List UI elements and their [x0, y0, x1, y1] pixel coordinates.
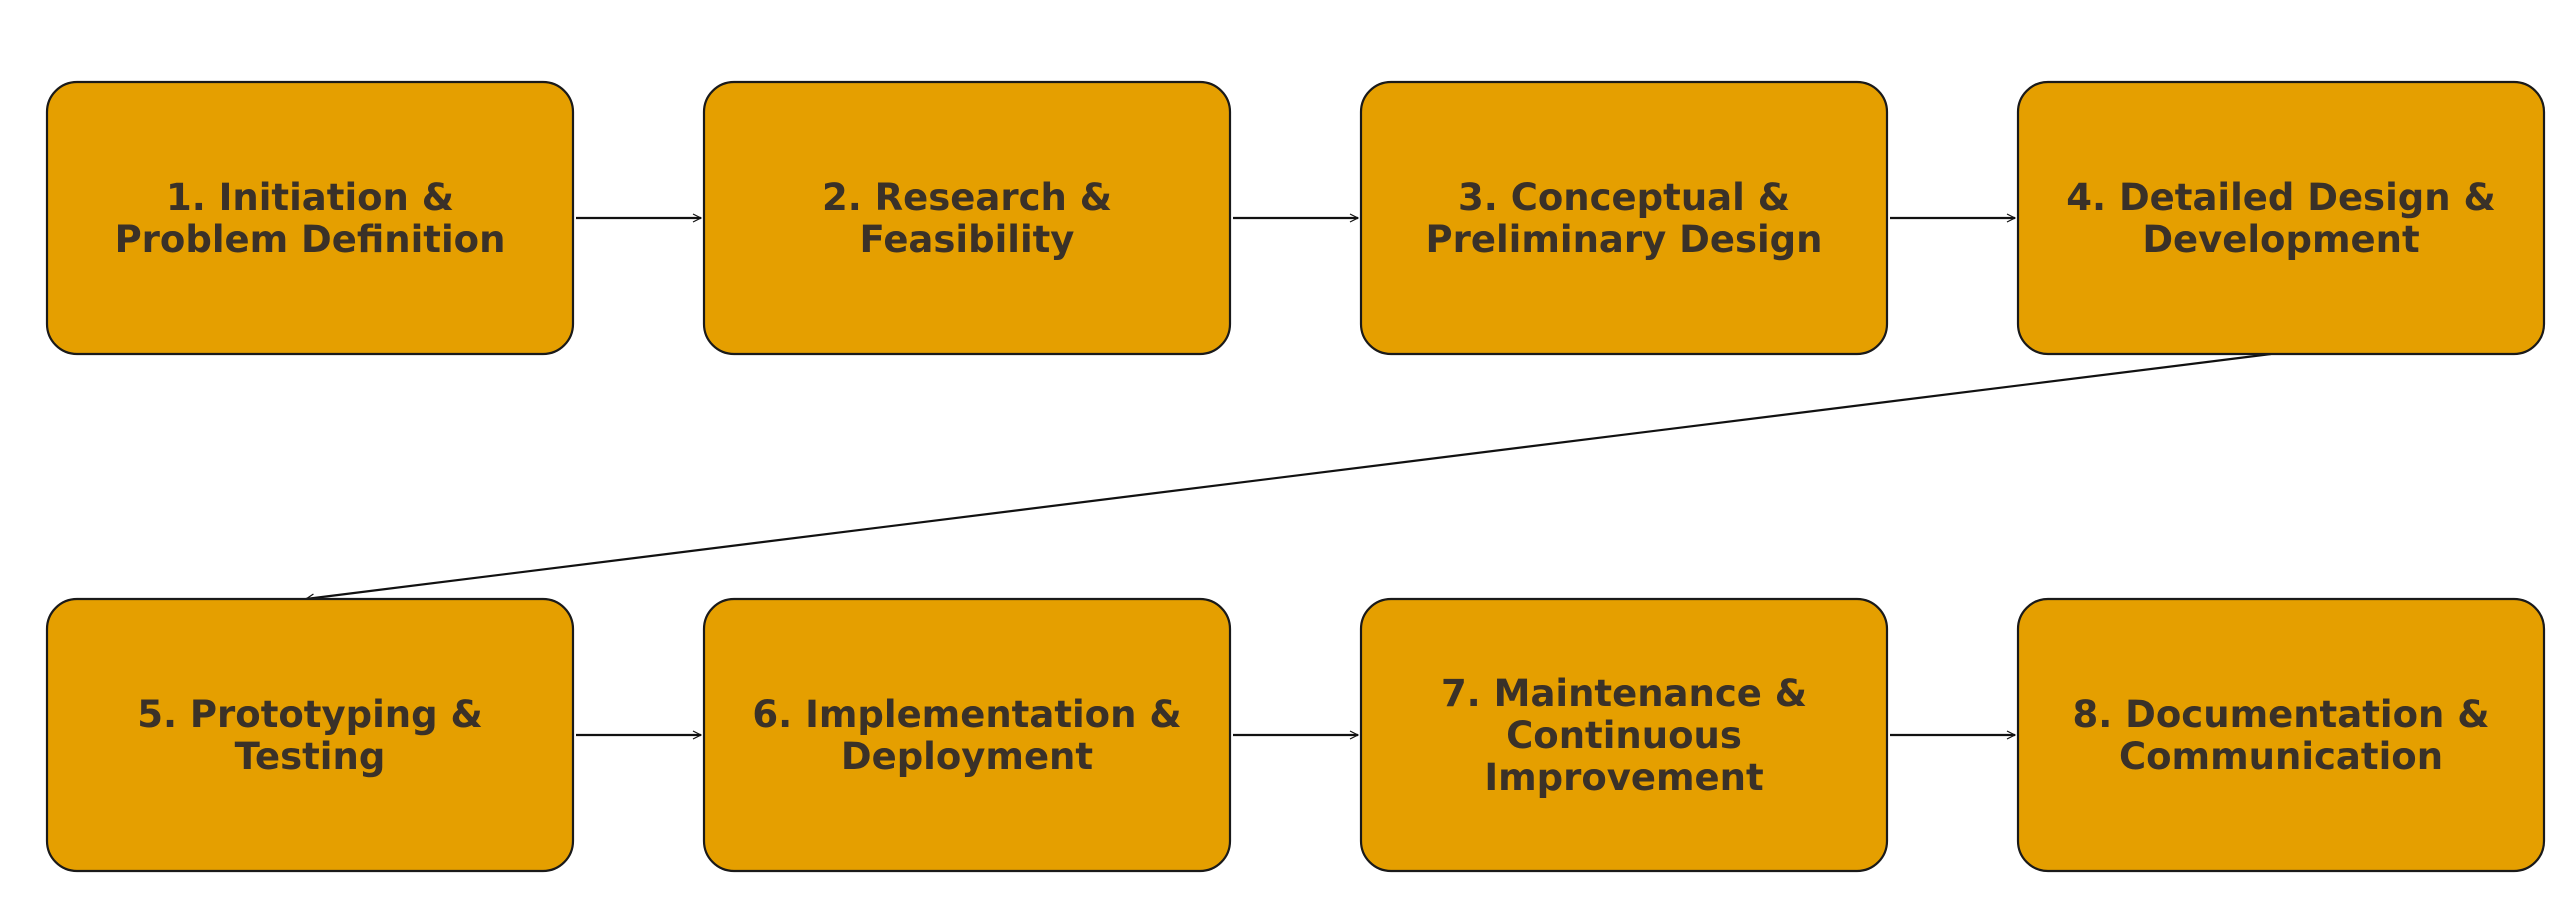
step-label-line: Development: [2142, 218, 2419, 261]
nodes-layer: 1. Initiation &Problem Definition 2. Rese…: [45, 80, 2546, 873]
step-label-2: 2. Research &Feasibility: [822, 176, 1112, 261]
step-label-5: 5. Prototyping &Testing: [137, 693, 483, 778]
step-label-line: 1. Initiation &: [166, 176, 454, 219]
step-label-line: Preliminary Design: [1426, 218, 1823, 261]
step-label-line: 6. Implementation &: [752, 693, 1181, 736]
step-node-2: 2. Research &Feasibility: [702, 80, 1232, 356]
step-box-2: [702, 80, 1232, 356]
step-box-5: [45, 597, 575, 873]
arrow-n4-to-n5: [306, 352, 2272, 599]
step-box-6: [702, 597, 1232, 873]
step-node-3: 3. Conceptual &Preliminary Design: [1359, 80, 1889, 356]
step-label-line: Continuous: [1506, 714, 1742, 757]
step-box-7: [1359, 597, 1889, 873]
step-box-3: [1359, 80, 1889, 356]
step-box-4: [2016, 80, 2546, 356]
step-label-3: 3. Conceptual &Preliminary Design: [1426, 176, 1823, 261]
step-label-line: 5. Prototyping &: [137, 693, 483, 736]
step-label-line: 2. Research &: [822, 176, 1112, 219]
step-node-6: 6. Implementation &Deployment: [702, 597, 1232, 873]
step-label-line: Feasibility: [860, 218, 1075, 261]
step-label-line: 3. Conceptual &: [1458, 176, 1790, 219]
step-label-line: Improvement: [1484, 756, 1763, 799]
step-label-8: 8. Documentation &Communication: [2072, 693, 2489, 778]
step-node-8: 8. Documentation &Communication: [2016, 597, 2546, 873]
step-box-8: [2016, 597, 2546, 873]
step-label-line: Deployment: [841, 735, 1093, 778]
step-label-line: Communication: [2119, 735, 2443, 778]
step-box-1: [45, 80, 575, 356]
step-label-line: Testing: [235, 735, 386, 778]
step-label-line: 8. Documentation &: [2072, 693, 2489, 736]
step-label-1: 1. Initiation &Problem Definition: [115, 176, 506, 261]
step-label-line: Problem Definition: [115, 218, 506, 261]
step-label-6: 6. Implementation &Deployment: [752, 693, 1181, 778]
step-node-4: 4. Detailed Design &Development: [2016, 80, 2546, 356]
step-label-line: 4. Detailed Design &: [2066, 176, 2495, 219]
step-label-line: 7. Maintenance &: [1441, 672, 1807, 715]
edges-layer: [306, 218, 2272, 735]
step-label-4: 4. Detailed Design &Development: [2066, 176, 2495, 261]
step-node-1: 1. Initiation &Problem Definition: [45, 80, 575, 356]
step-node-5: 5. Prototyping &Testing: [45, 597, 575, 873]
